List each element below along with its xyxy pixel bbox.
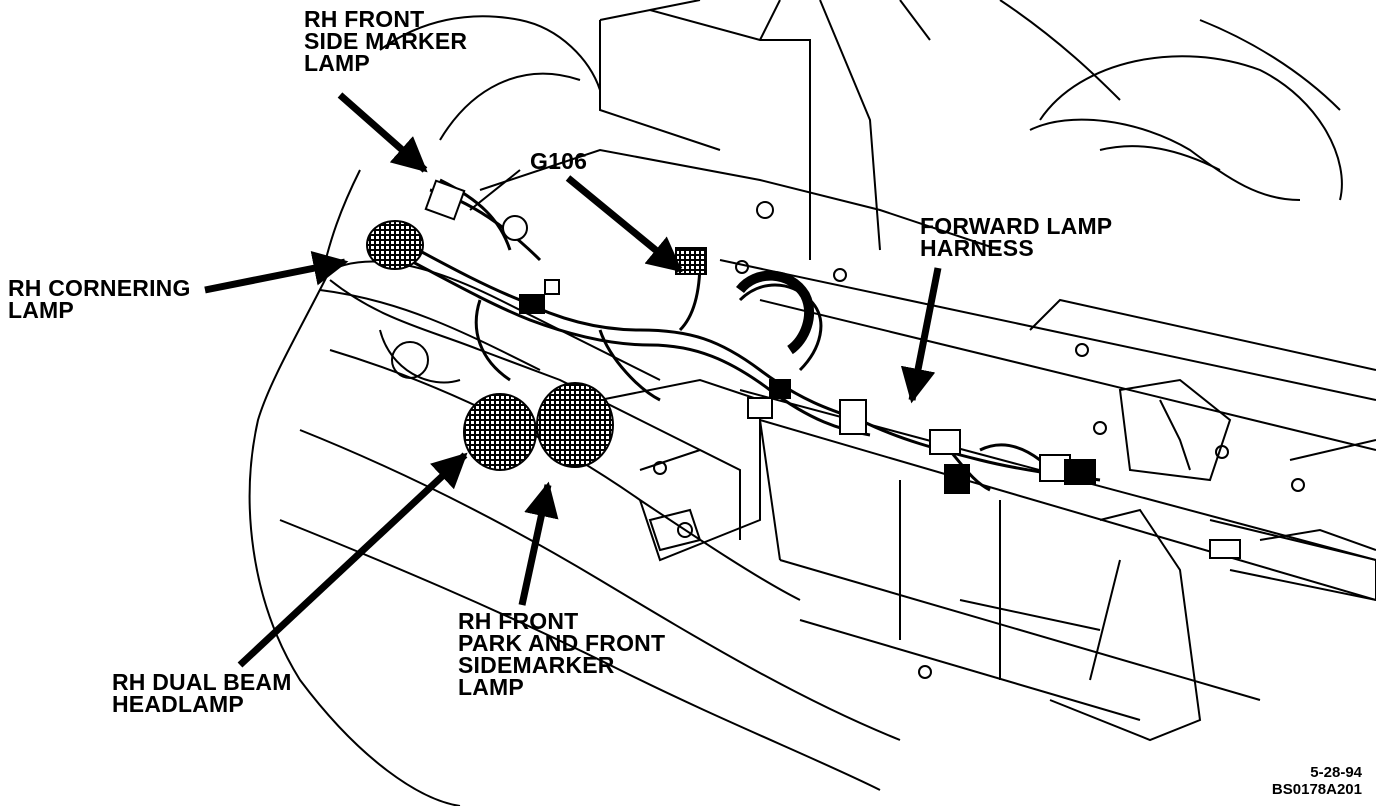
figure-date: 5-28-94 <box>1310 764 1362 781</box>
label-line: PARK AND FRONT <box>458 630 666 656</box>
label-rh-cornering-lamp: RH CORNERING LAMP <box>8 275 191 323</box>
label-line: RH CORNERING <box>8 275 191 301</box>
radiator-support <box>719 259 1376 742</box>
figure-code: 5-28-94 BS0178A201 <box>1272 764 1362 798</box>
label-line: RH FRONT <box>304 6 425 32</box>
connectors <box>366 179 1241 559</box>
label-line: SIDEMARKER <box>458 652 615 678</box>
label-rh-front-side-marker-lamp: RH FRONT SIDE MARKER LAMP <box>304 6 468 76</box>
label-line: LAMP <box>8 297 74 323</box>
car-body <box>248 0 1343 806</box>
callout-arrows <box>204 92 942 668</box>
arrow-cornering <box>204 251 349 294</box>
label-rh-front-park-sidemarker-lamp: RH FRONT PARK AND FRONT SIDEMARKER LAMP <box>458 608 666 700</box>
headlamp-assembly <box>329 279 761 562</box>
label-line: HEADLAMP <box>112 691 244 717</box>
park-lamp-socket <box>536 382 614 468</box>
g106-connector <box>675 247 707 275</box>
label-line: RH DUAL BEAM <box>112 669 292 695</box>
arrow-dual-beam <box>237 452 468 668</box>
headlamp-socket <box>463 393 537 471</box>
label-g106: G106 <box>530 148 588 174</box>
label-forward-lamp-harness: FORWARD LAMP HARNESS <box>920 213 1113 261</box>
side-marker-socket <box>366 220 424 270</box>
label-rh-dual-beam-headlamp: RH DUAL BEAM HEADLAMP <box>112 669 292 717</box>
label-line: RH FRONT <box>458 608 579 634</box>
label-line: LAMP <box>458 674 524 700</box>
label-line: FORWARD LAMP <box>920 213 1113 239</box>
arrow-forward-harness <box>900 267 942 404</box>
arrow-g106 <box>565 175 683 273</box>
label-line: HARNESS <box>920 235 1034 261</box>
arrow-side-marker <box>337 92 428 173</box>
label-line: LAMP <box>304 50 370 76</box>
label-line: G106 <box>530 148 588 174</box>
arrow-park-sidemarker <box>518 481 559 606</box>
label-line: SIDE MARKER <box>304 28 468 54</box>
figure-id: BS0178A201 <box>1271 781 1362 798</box>
